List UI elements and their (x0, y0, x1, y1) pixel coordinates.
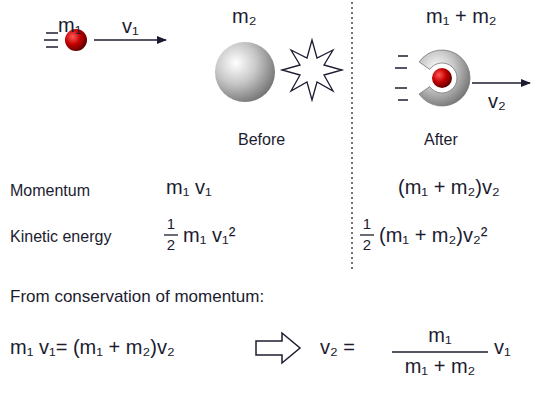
velocity-label: v₂ (488, 90, 506, 112)
fraction-denominator: m₁ + m₂ (405, 355, 476, 377)
fraction-bar (360, 234, 374, 235)
velocity-arrow (94, 39, 166, 41)
embedded-ball (432, 68, 452, 88)
phase-label: After (424, 131, 458, 149)
impact-star (282, 40, 342, 100)
fraction-numerator: m₁ (428, 324, 451, 346)
row-label: Momentum (10, 182, 90, 200)
divider-line (351, 2, 353, 272)
result-equation: v₁ (494, 336, 511, 358)
motion-dashes (44, 33, 58, 47)
mass-label: m₂ (232, 5, 256, 27)
momentum-expression: (m₁ + m₂)v₂ (398, 176, 500, 198)
fraction-bar (164, 234, 178, 235)
phase-label: Before (238, 131, 285, 149)
fraction-numerator: 1 (167, 216, 175, 233)
mass-label: m₁ + m₂ (426, 5, 497, 27)
target-ball (215, 42, 275, 102)
velocity-arrow (472, 82, 530, 84)
energy-expression: m₁ v₁² (183, 224, 235, 246)
equation-heading: From conservation of momentum: (10, 288, 264, 307)
energy-expression: (m₁ + m₂)v₂² (379, 224, 487, 246)
fraction-bar (392, 351, 488, 353)
fraction-numerator: 1 (363, 216, 371, 233)
momentum-equation: m₁ v₁= (m₁ + m₂)v₂ (10, 336, 175, 358)
implies-arrow (256, 333, 300, 363)
result-equation: v₂ = (320, 336, 355, 358)
velocity-label: v₁ (122, 15, 139, 37)
fraction-denominator: 2 (363, 237, 371, 254)
mass-label: m₁ (58, 14, 81, 36)
motion-dashes (395, 56, 408, 100)
row-label: Kinetic energy (10, 228, 111, 246)
merged-shell (419, 50, 470, 106)
fraction-denominator: 2 (167, 237, 175, 254)
momentum-expression: m₁ v₁ (166, 176, 212, 198)
